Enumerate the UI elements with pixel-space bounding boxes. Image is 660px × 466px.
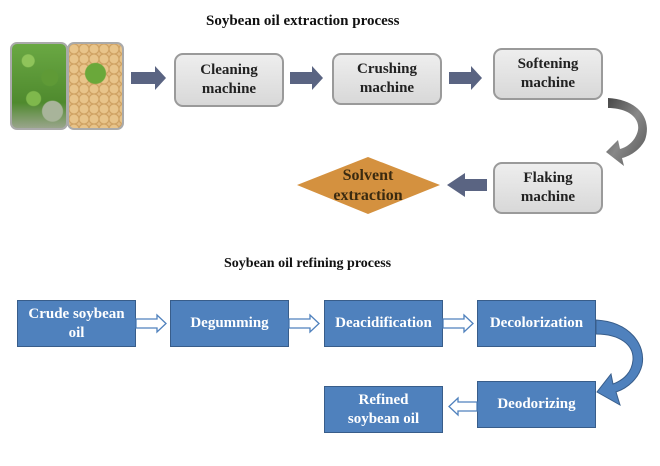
step-crushing-machine: Crushing machine <box>332 53 442 105</box>
hollow-arrow-left-icon <box>448 396 478 417</box>
step-label: Solvent extraction <box>333 167 403 204</box>
step-label: Deacidification <box>335 315 432 331</box>
curved-arrow-icon <box>595 319 644 407</box>
arrow-right-icon <box>290 66 323 90</box>
hollow-arrow-right-icon <box>288 313 320 334</box>
arrow-right-icon <box>449 66 482 90</box>
step-label: Crude soybean oil <box>28 305 125 341</box>
step-label: Refined soybean oil <box>347 391 420 427</box>
curved-arrow-icon <box>606 98 647 166</box>
step-label: Deodorizing <box>497 396 576 412</box>
step-refined-soybean-oil: Refined soybean oil <box>324 386 443 433</box>
step-label: Degumming <box>190 315 269 331</box>
arrow-right-icon <box>131 66 166 90</box>
step-solvent-extraction: Solvent extraction <box>318 166 418 206</box>
step-cleaning-machine: Cleaning machine <box>174 53 284 107</box>
step-deodorizing: Deodorizing <box>477 381 596 428</box>
hollow-arrow-right-icon <box>442 313 474 334</box>
step-decolorization: Decolorization <box>477 300 596 347</box>
solvent-extraction-diamond <box>297 157 440 214</box>
step-degumming: Degumming <box>170 300 289 347</box>
step-deacidification: Deacidification <box>324 300 443 347</box>
step-label: Decolorization <box>489 315 584 331</box>
refining-title: Soybean oil refining process <box>224 256 392 271</box>
arrow-left-icon <box>447 173 487 197</box>
step-label: Softening machine <box>517 56 579 91</box>
step-flaking-machine: Flaking machine <box>493 162 603 214</box>
soybean-plant-image <box>10 42 68 130</box>
step-label: Cleaning machine <box>200 62 258 97</box>
soybeans-image <box>67 42 124 130</box>
step-label: Flaking machine <box>520 170 576 205</box>
hollow-arrow-right-icon <box>135 313 167 334</box>
step-crude-soybean-oil: Crude soybean oil <box>17 300 136 347</box>
extraction-title: Soybean oil extraction process <box>206 13 400 29</box>
step-label: Crushing machine <box>356 61 418 96</box>
step-softening-machine: Softening machine <box>493 48 603 100</box>
